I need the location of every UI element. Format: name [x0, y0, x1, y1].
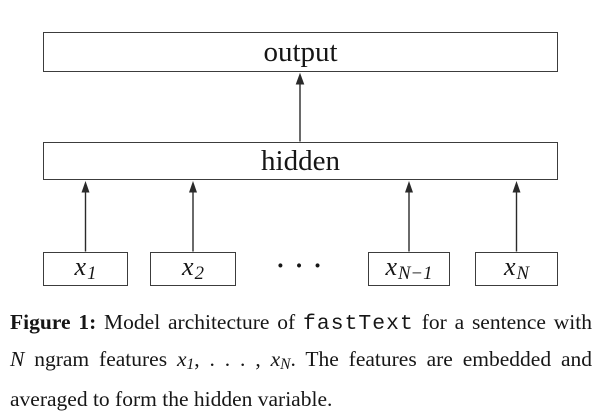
input-box-xn-1: xN−1 — [368, 252, 450, 286]
caption-line-2: N ngram features x1, . . . , xN. The fea… — [10, 346, 593, 373]
output-label: output — [263, 35, 338, 68]
input-box-xn: xN — [475, 252, 558, 286]
input-box-x2: x2 — [150, 252, 236, 286]
input-label-xn-1: xN−1 — [385, 251, 433, 285]
input-box-x1: x1 — [43, 252, 128, 286]
caption-line-1: Figure 1: Model architecture of fastText… — [10, 310, 592, 336]
ellipsis-dots: · · · — [276, 253, 324, 280]
hidden-label: hidden — [261, 144, 340, 177]
hidden-box: hidden — [43, 142, 558, 180]
arrow-xn-to-hidden-icon — [512, 181, 521, 252]
arrow-xn1-to-hidden-icon — [405, 181, 413, 252]
caption-line-3: averaged to form the hidden variable. — [10, 387, 333, 412]
arrow-hidden-to-output-icon — [295, 72, 305, 142]
input-label-xn: xN — [503, 251, 530, 285]
fasttext-name: fastText — [302, 312, 414, 336]
input-label-x1: x1 — [74, 251, 97, 285]
arrow-x2-to-hidden-icon — [189, 181, 197, 252]
input-label-x2: x2 — [182, 251, 204, 285]
output-box: output — [43, 32, 558, 72]
figure-caption: Figure 1: Model architecture of fastText… — [10, 305, 592, 412]
caption-figure-number: Figure 1: — [10, 310, 97, 334]
arrow-x1-to-hidden-icon — [81, 181, 90, 252]
